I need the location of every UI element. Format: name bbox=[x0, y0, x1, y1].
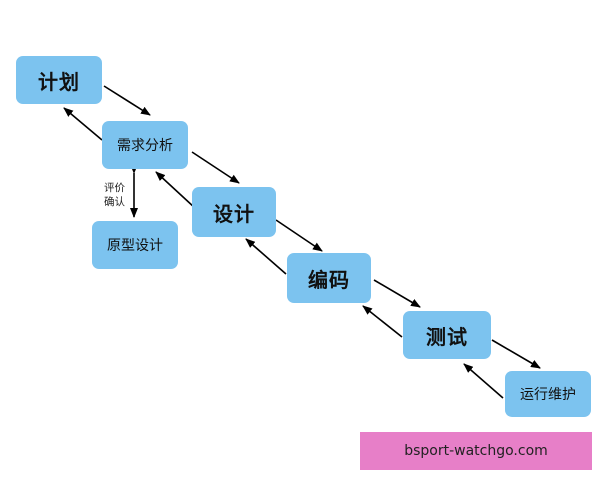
arrow-design-to-requirements bbox=[155, 171, 196, 209]
arrow-coding-to-testing bbox=[373, 279, 421, 308]
node-coding: 编码 bbox=[287, 253, 371, 303]
arrow-testing-to-operations bbox=[491, 339, 541, 369]
arrow-requirements-to-plan bbox=[63, 107, 103, 141]
arrow-requirements-to-design bbox=[191, 151, 240, 184]
node-plan: 计划 bbox=[16, 56, 102, 104]
edge-label-line2: 确认 bbox=[104, 196, 125, 208]
node-testing: 测试 bbox=[403, 311, 491, 359]
arrow-operations-to-testing bbox=[463, 363, 504, 399]
arrow-coding-to-design bbox=[245, 238, 287, 275]
watermark-banner: bsport-watchgo.com bbox=[360, 432, 592, 470]
arrow-plan-to-requirements bbox=[103, 85, 151, 116]
edge-label-line1: 评价 bbox=[104, 182, 125, 194]
arrow-testing-to-coding bbox=[362, 305, 403, 338]
node-prototype: 原型设计 bbox=[92, 221, 178, 269]
arrow-design-to-coding bbox=[275, 219, 323, 252]
node-operations: 运行维护 bbox=[505, 371, 591, 417]
node-requirements: 需求分析 bbox=[102, 121, 188, 169]
edge-label-review: 评价 确认 bbox=[104, 181, 125, 209]
node-design: 设计 bbox=[192, 187, 276, 237]
